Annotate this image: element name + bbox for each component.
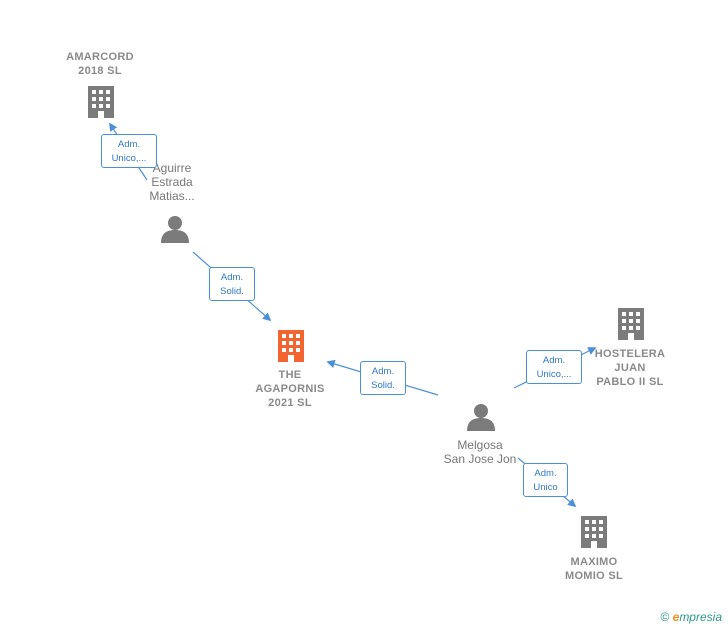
brand-name: mpresia [679,610,722,624]
building-icon[interactable] [278,330,304,362]
node-amarcord[interactable]: AMARCORD 2018 SL [50,50,150,78]
building-icon[interactable] [88,86,114,118]
building-icon[interactable] [618,308,644,340]
node-agapornis[interactable]: THE AGAPORNIS 2021 SL [240,368,340,410]
person-icon[interactable] [467,404,495,431]
edge-label-melgosa-hostelera[interactable]: Adm. Unico,... [526,350,582,384]
company-name: HOSTELERA JUAN PABLO II SL [594,348,666,388]
node-aguirre[interactable]: Aguirre Estrada Matias... [130,161,214,203]
node-melgosa[interactable]: Melgosa San Jose Jon [430,438,530,466]
node-hostelera[interactable]: HOSTELERA JUAN PABLO II SL [578,347,682,389]
edge-label-aguirre-agapornis[interactable]: Adm. Solid. [209,267,255,301]
copyright-symbol: © [660,610,670,624]
person-icon[interactable] [161,216,189,243]
building-icon[interactable] [581,516,607,548]
company-name: THE AGAPORNIS 2021 SL [255,369,325,409]
person-name: Aguirre Estrada Matias... [149,161,195,203]
edge-label-melgosa-agapornis[interactable]: Adm. Solid. [360,361,406,395]
node-maximo[interactable]: MAXIMO MOMIO SL [544,555,644,583]
person-name: Melgosa San Jose Jon [443,438,517,466]
company-name: AMARCORD 2018 SL [66,51,134,77]
brand-logo-e: e [672,610,680,624]
edge-label-melgosa-maximo[interactable]: Adm. Unico [523,463,568,497]
footer-brand: © empresia [660,610,722,624]
company-name: MAXIMO MOMIO SL [564,556,623,582]
edge-label-aguirre-amarcord[interactable]: Adm. Unico,... [101,134,157,168]
